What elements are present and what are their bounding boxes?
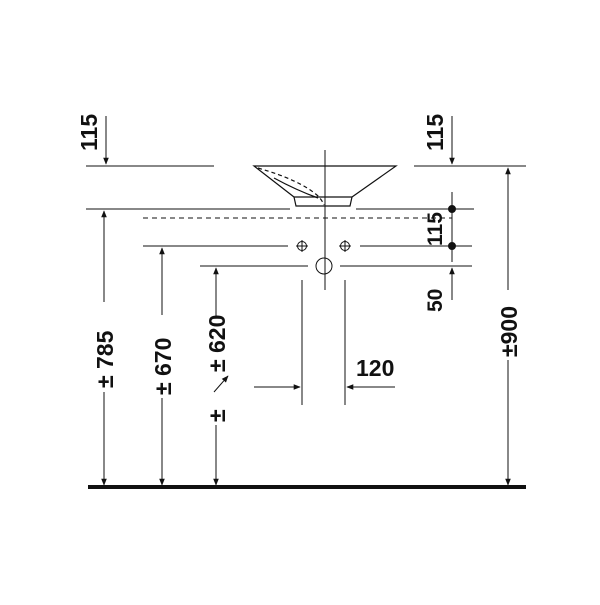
label-620-extra: ± xyxy=(204,409,230,422)
label-785: ± 785 xyxy=(92,330,118,388)
label-115-right-mid: 115 xyxy=(424,212,447,246)
label-115-top-right: 115 xyxy=(422,114,448,151)
tap-connections xyxy=(296,240,351,275)
label-900-overall: ±900 xyxy=(496,306,522,357)
dim-115-mid xyxy=(448,192,456,300)
label-620: ± 620 xyxy=(204,315,230,372)
waste-outlet xyxy=(315,257,333,275)
hole-spacing-extension xyxy=(301,280,346,405)
label-50-right-low: 50 xyxy=(424,289,447,312)
label-670: ± 670 xyxy=(150,338,176,395)
dim-620-arrows xyxy=(213,267,229,486)
label-115-top-left: 115 xyxy=(76,114,102,151)
label-120: 120 xyxy=(356,355,394,381)
